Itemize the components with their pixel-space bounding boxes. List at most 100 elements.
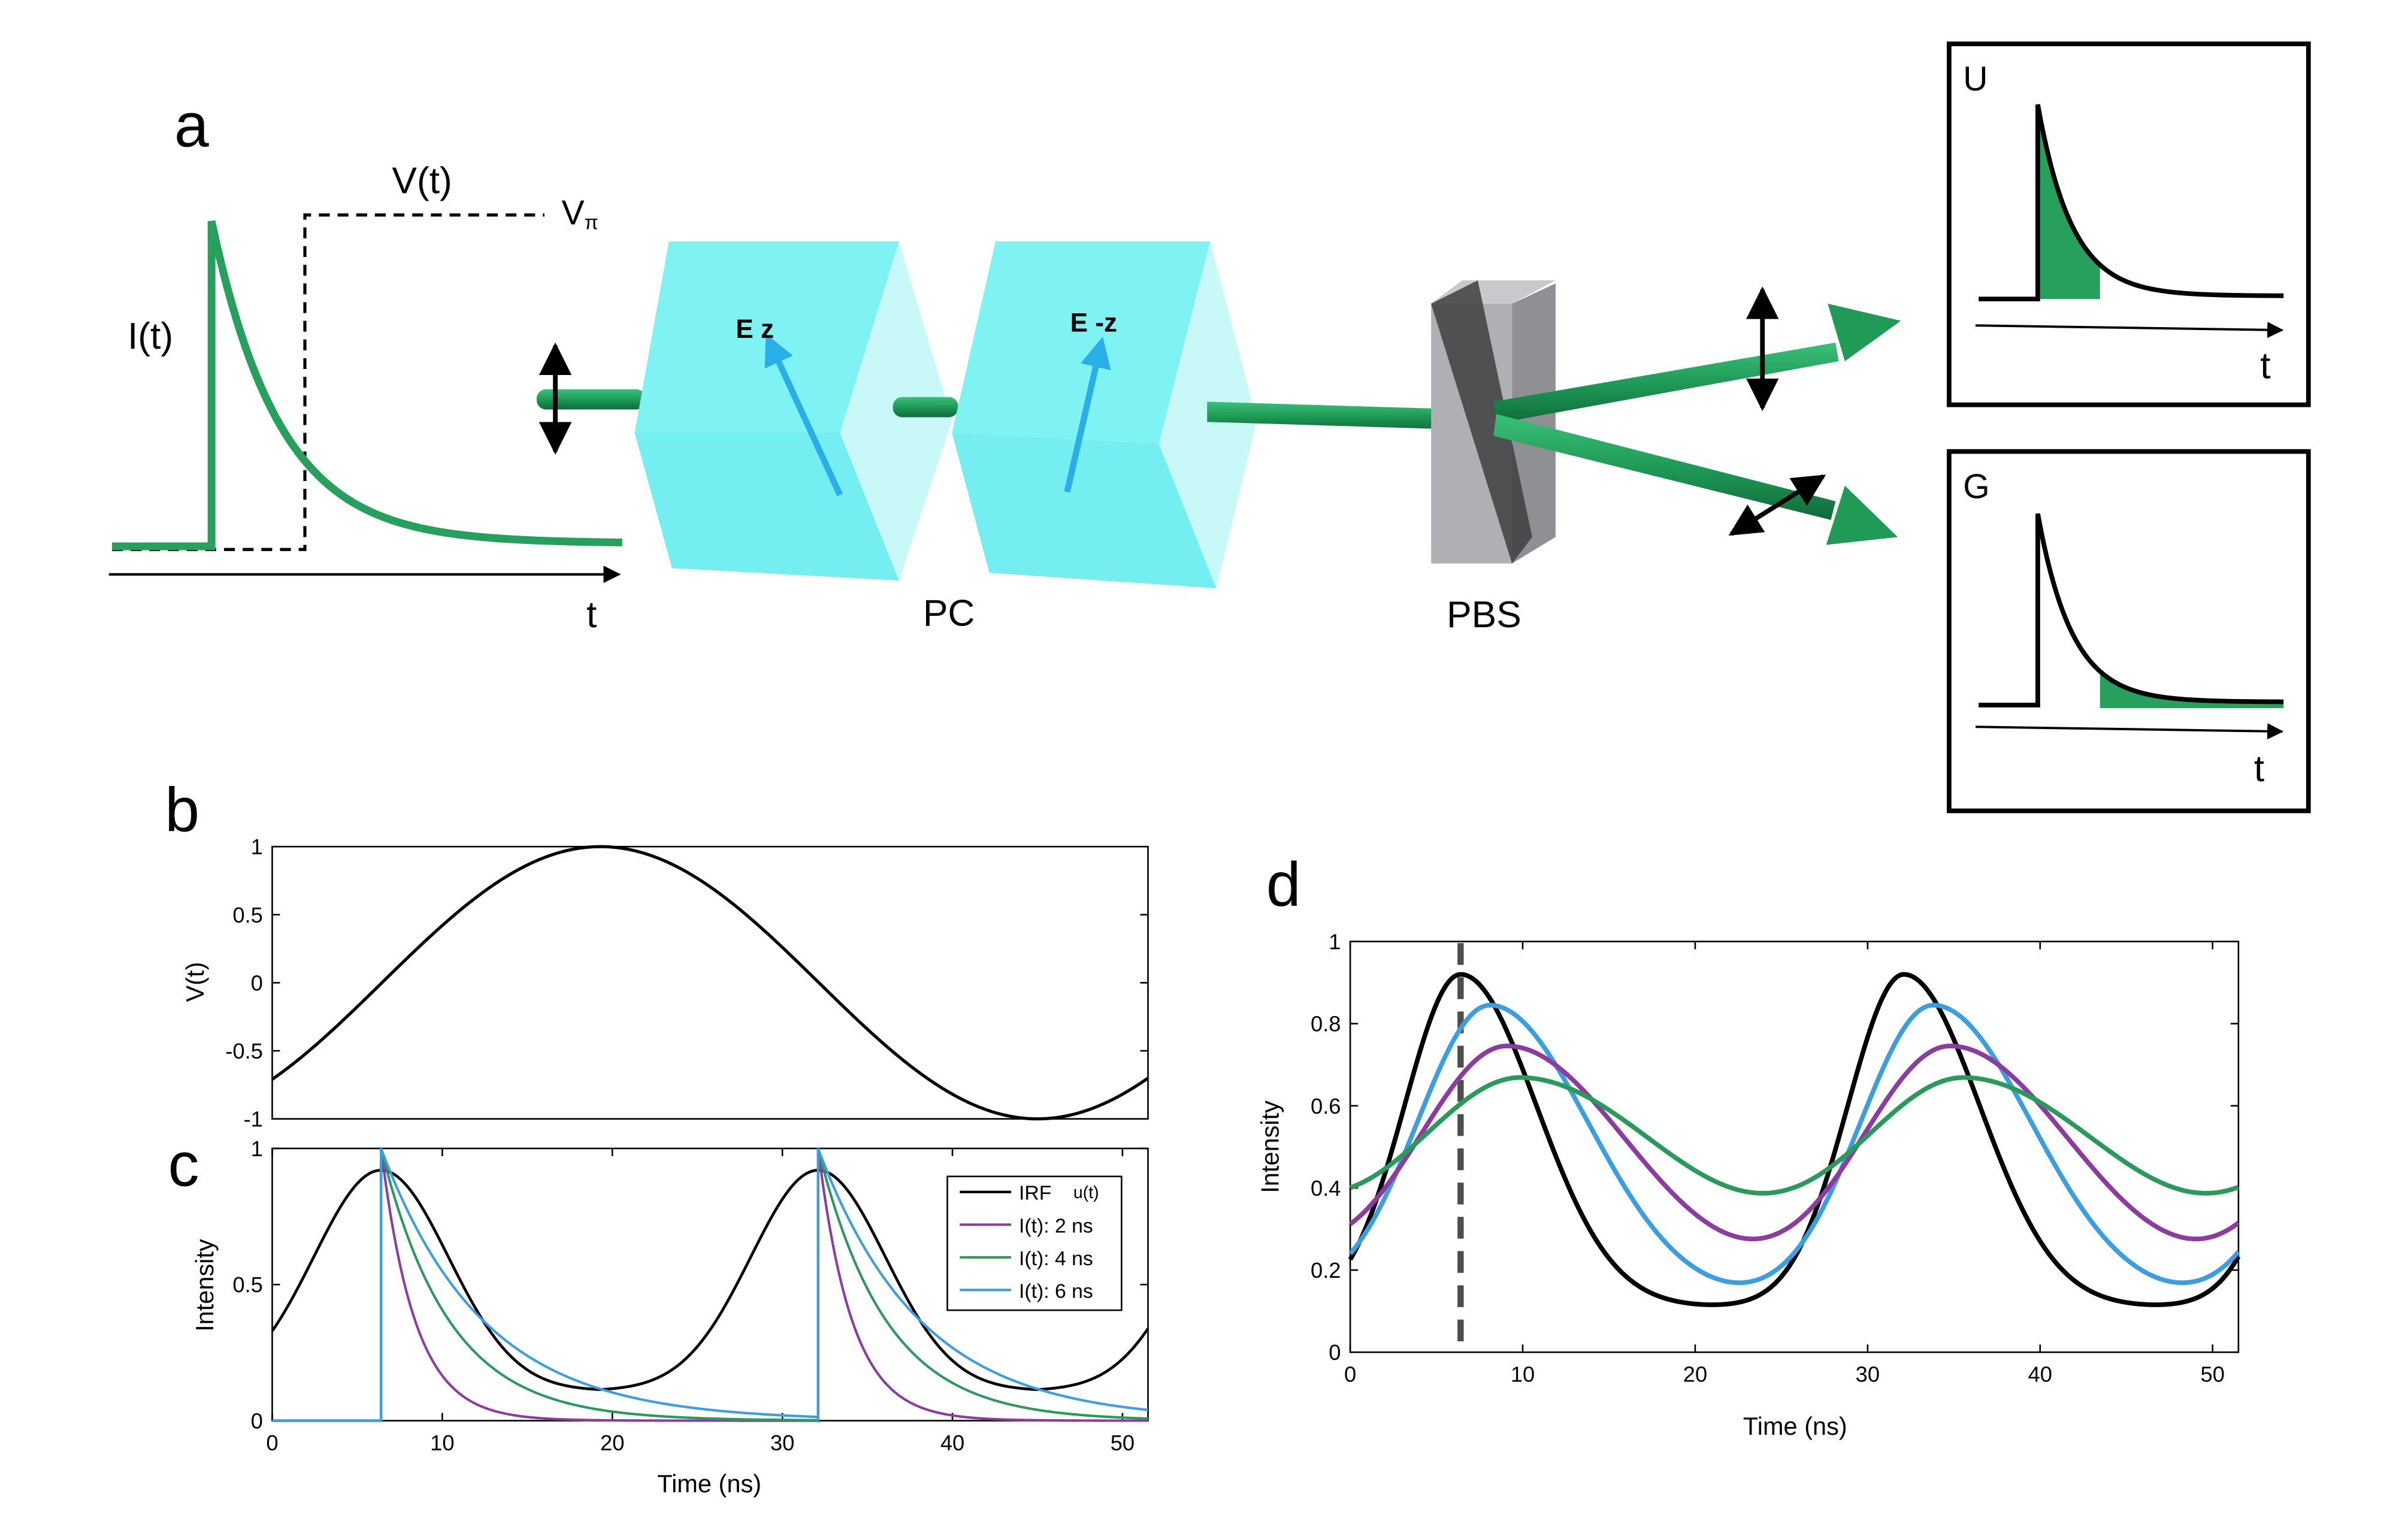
pc-label: PC	[923, 592, 975, 634]
y-tick-label: 0	[251, 1408, 263, 1433]
input-pulse-plot: I(t) V(t) Vπ t	[108, 161, 622, 636]
inter-crystal-beam	[893, 397, 958, 418]
vpi-label: Vπ	[561, 193, 598, 234]
x-tick-label: 10	[1511, 1362, 1535, 1387]
panel-a-label: a	[174, 91, 209, 161]
crystal-1-field-label: E z	[736, 315, 774, 344]
u-beam-arrowhead	[1828, 303, 1901, 362]
panel-d-xlabel: Time (ns)	[1743, 1412, 1847, 1440]
x-tick-label: 20	[600, 1431, 624, 1455]
panel-c-xlabel: Time (ns)	[657, 1469, 761, 1498]
panel-b: b 1 0.5 0 -0.5 -1 V(t)	[165, 775, 1149, 1132]
field-arrow-icon	[1064, 336, 1111, 493]
panel-d-label: d	[1266, 850, 1301, 920]
y-tick-label: 0.8	[1311, 1012, 1341, 1036]
pockels-crystal-2: E -z	[952, 241, 1257, 589]
legend-entry: IRF	[1019, 1182, 1051, 1205]
y-tick-label: 0	[1329, 1340, 1341, 1365]
panel-d-y-ticks: 1 0.8 0.6 0.4 0.2 0	[1311, 930, 2238, 1365]
panel-d-series-line	[1349, 1075, 2240, 1196]
panel-d-series	[1348, 972, 2241, 1307]
legend-box	[946, 1175, 1123, 1311]
intensity-label: I(t)	[128, 316, 173, 357]
pbs-diagonal-interface	[1431, 280, 1532, 564]
panel-c-ylabel: Intensity	[190, 1239, 219, 1332]
y-tick-label: 0.6	[1311, 1094, 1341, 1118]
output-box-g: G t	[1947, 449, 2311, 814]
voltage-label: V(t)	[392, 161, 452, 202]
panel-d-series-line	[1348, 972, 2241, 1307]
intensity-decay-curve	[111, 220, 622, 551]
y-tick-label: -0.5	[225, 1039, 263, 1063]
y-tick-label: 1	[251, 1136, 263, 1161]
y-tick-label: 0.5	[232, 903, 263, 927]
panel-d-x-ticks: 0 10 20 30 40 50	[1344, 941, 2225, 1387]
y-tick-label: 0.4	[1311, 1176, 1341, 1201]
legend-entry: I(t): 2 ns	[1019, 1214, 1093, 1237]
legend-entry: I(t): 6 ns	[1019, 1280, 1093, 1302]
x-tick-label: 0	[1344, 1362, 1356, 1387]
box-u-label: U	[1963, 60, 1987, 98]
panel-d-axes-box	[1349, 941, 2240, 1353]
input-beam	[536, 342, 646, 455]
y-tick-label: 0	[251, 970, 263, 995]
diagonal-polarization-arrow	[1728, 474, 1826, 536]
box-g-time-axis	[1976, 723, 2284, 740]
panel-b-label: b	[165, 775, 199, 845]
series-irf	[271, 1169, 1149, 1391]
box-u-decay-curve	[1979, 104, 2284, 302]
field-arrow-icon	[764, 334, 843, 497]
panel-a: a I(t) V(t) Vπ t E z	[108, 41, 2311, 814]
time-label: t	[586, 594, 597, 636]
panel-c-series	[271, 1148, 1149, 1423]
crystal-1-front-face	[634, 433, 900, 581]
output-beam-g	[1493, 414, 1898, 545]
series-decay-4ns	[272, 1148, 1148, 1423]
box-u-time-label: t	[2260, 346, 2270, 387]
panel-c-label: c	[168, 1130, 199, 1199]
pbs-label: PBS	[1447, 594, 1521, 636]
x-tick-label: 50	[2201, 1362, 2225, 1387]
box-u-time-axis	[1976, 322, 2284, 338]
legend-items: IRF u(t) I(t): 2 ns I(t): 4 ns I(t): 6 ns	[960, 1182, 1099, 1302]
panel-c-legend: IRF u(t) I(t): 2 ns I(t): 4 ns I(t): 6 ns	[946, 1175, 1123, 1311]
y-tick-label: 0.2	[1311, 1258, 1341, 1283]
output-box-u: U t	[1947, 41, 2311, 407]
box-g-gated-area	[2100, 671, 2284, 709]
box-u-frame	[1947, 41, 2311, 407]
crystal-2-field-label: E -z	[1070, 309, 1117, 338]
y-tick-label: 1	[251, 834, 263, 859]
polarizing-beam-splitter	[1431, 280, 1556, 564]
box-g-label: G	[1963, 468, 1989, 506]
x-tick-label: 20	[1683, 1362, 1707, 1387]
panel-c-y-ticks: 10.50	[232, 1136, 1148, 1433]
x-tick-label: 30	[1856, 1362, 1880, 1387]
panel-b-y-ticks: 1 0.5 0 -0.5 -1	[225, 834, 1148, 1132]
voltage-sine-curve	[271, 845, 1149, 1121]
panel-b-ylabel: V(t)	[181, 962, 209, 1002]
x-tick-label: 40	[940, 1431, 964, 1455]
y-tick-label: -1	[244, 1107, 263, 1132]
box-g-frame	[1947, 449, 2311, 814]
panel-d-ylabel: Intensity	[1256, 1100, 1284, 1193]
y-tick-label: 0.5	[232, 1272, 263, 1297]
x-tick-label: 10	[430, 1431, 454, 1455]
crystal-2-front-face	[952, 433, 1217, 589]
panel-d: d 1 0.8 0.6 0.4 0.2 0 0 10 20 30 40 50 Intensity T…	[1256, 850, 2241, 1440]
series-decay-2ns	[272, 1148, 1148, 1422]
legend-entry: I(t): 4 ns	[1019, 1247, 1093, 1270]
legend-note: u(t)	[1073, 1183, 1099, 1202]
x-tick-label: 40	[2028, 1362, 2052, 1387]
g-beam-arrowhead	[1826, 485, 1898, 545]
output-beam-u	[1493, 286, 1901, 424]
voltage-step	[111, 213, 544, 551]
panel-d-series-line	[1348, 1044, 2240, 1242]
box-g-time-label: t	[2254, 748, 2264, 790]
box-g-decay-curve	[1979, 513, 2284, 707]
x-tick-label: 50	[1111, 1431, 1135, 1455]
y-tick-label: 1	[1329, 930, 1341, 954]
